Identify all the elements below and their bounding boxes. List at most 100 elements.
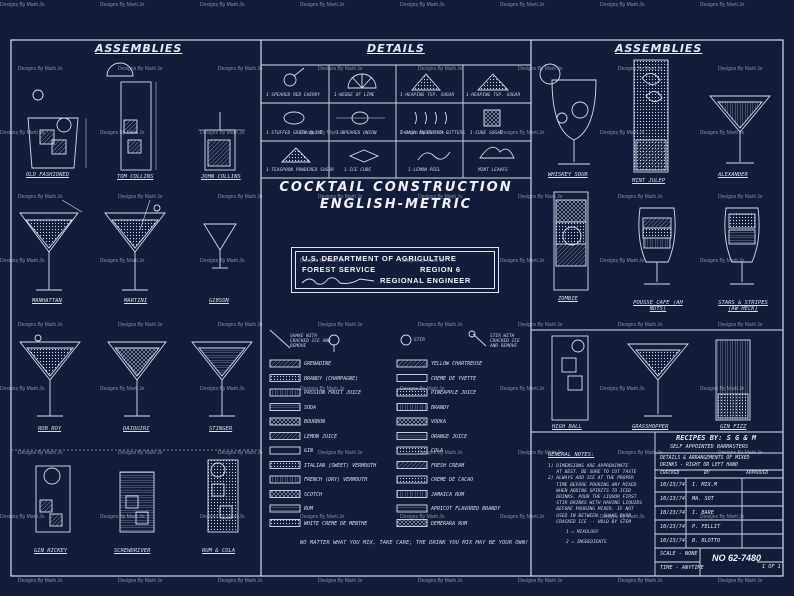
recipe-checker: I. BARE — [692, 510, 714, 516]
watermark-text: Designs By Marti Jo — [18, 578, 63, 584]
watermark-text: Designs By Marti Jo — [400, 386, 445, 392]
recipes-col-3: APPROVED — [746, 471, 769, 476]
legend-swatch — [396, 374, 428, 382]
legend-hint-stir-cracked: STIR WITH CRACKED ICE AND REMOVE — [490, 334, 520, 349]
watermark-text: Designs By Marti Jo — [418, 322, 463, 328]
legend-swatch — [269, 461, 301, 469]
drink-label: GIN RICKEY — [34, 548, 68, 554]
detail-label: 1-LEMON PEEL — [408, 168, 441, 173]
recipes-col-2: BY — [704, 471, 710, 476]
drink-label: GIBSON — [209, 298, 229, 304]
recipe-checker: I. MIX.M — [692, 482, 717, 488]
watermark-text: Designs By Marti Jo — [500, 258, 545, 264]
legend-swatch — [396, 461, 428, 469]
recipe-checker: B. BLOTTO — [692, 538, 721, 544]
recipes-scale: SCALE - NONE — [660, 551, 698, 557]
watermark-text: Designs By Marti Jo — [718, 322, 763, 328]
legend-swatch — [396, 359, 428, 368]
drink-label: ROB ROY — [38, 426, 62, 432]
legend-label: GRENADINE — [304, 361, 332, 367]
legend-label: APRICOT FLAVORED BRANDY — [431, 506, 501, 512]
watermark-text: Designs By Marti Jo — [218, 578, 263, 584]
detail-label: MINT LEAVES — [478, 168, 508, 173]
watermark-text: Designs By Marti Jo — [118, 194, 163, 200]
drink-label: WHISKEY SOUR — [548, 172, 588, 178]
watermark-text: Designs By Marti Jo — [318, 194, 363, 200]
watermark-text: Designs By Marti Jo — [200, 2, 245, 8]
detail-label: 1-HEAPING TSP. SUGAR — [466, 93, 521, 98]
poster-title: COCKTAIL CONSTRUCTION ENGLISH-METRIC — [262, 179, 530, 213]
watermark-text: Designs By Marti Jo — [318, 450, 363, 456]
stamp-line-1: U.S. DEPARTMENT OF AGRICULTURE — [302, 254, 457, 263]
watermark-text: Designs By Marti Jo — [318, 66, 363, 72]
detail-label: 1-HEAPING TSP. SUGAR — [400, 93, 455, 98]
drink-label: DAIQUIRI — [123, 426, 150, 432]
recipes-subheading: SELF APPOINTED BARMASTERS — [670, 444, 749, 450]
watermark-text: Designs By Marti Jo — [500, 386, 545, 392]
watermark-text: Designs By Marti Jo — [518, 578, 563, 584]
watermark-text: Designs By Marti Jo — [500, 130, 545, 136]
watermark-text: Designs By Marti Jo — [418, 578, 463, 584]
drink-label: MARTINI — [124, 298, 148, 304]
watermark-text: Designs By Marti Jo — [300, 386, 345, 392]
watermark-text: Designs By Marti Jo — [600, 514, 645, 520]
legend-label: FRESH CREAM — [431, 462, 465, 469]
left-assemblies-heading: ASSEMBLIES — [95, 42, 183, 55]
legend-label: PASSION FRUIT JUICE — [304, 390, 362, 396]
legend-label: SCOTCH — [304, 491, 323, 498]
legend-label: RUM — [304, 506, 314, 512]
watermark-text: Designs By Marti Jo — [100, 258, 145, 264]
watermark-text: Designs By Marti Jo — [200, 386, 245, 392]
detail-label: 1-ICE CUBE — [344, 168, 372, 173]
legend-swatch — [396, 417, 428, 426]
watermark-text: Designs By Marti Jo — [618, 322, 663, 328]
watermark-text: Designs By Marti Jo — [700, 514, 745, 520]
watermark-text: Designs By Marti Jo — [100, 2, 145, 8]
legend-label: BRANDY (CHAMPAGNE) — [304, 375, 359, 382]
watermark-text: Designs By Marti Jo — [118, 578, 163, 584]
drink-label: GRASSHOPPER — [632, 424, 669, 430]
legend-swatch — [396, 403, 428, 411]
watermark-text: Designs By Marti Jo — [718, 194, 763, 200]
watermark-text: Designs By Marti Jo — [200, 130, 245, 136]
drink-label: JOHN COLLINS — [201, 174, 241, 180]
watermark-text: Designs By Marti Jo — [300, 258, 345, 264]
drink-label: MANHATTAN — [32, 298, 62, 304]
detail-label: 1-SPEARED ONION — [336, 131, 377, 136]
recipes-time: TIME - ANYTIME — [660, 565, 704, 571]
legend-swatch — [396, 475, 428, 484]
legend-label: COLA — [431, 448, 444, 454]
watermark-text: Designs By Marti Jo — [600, 386, 645, 392]
watermark-text: Designs By Marti Jo — [618, 578, 663, 584]
footer-note: NO MATTER WHAT YOU MIX, TAKE CARE; THE D… — [300, 540, 529, 546]
detail-label: 1-STUFFED GREEN OLIVE — [266, 131, 323, 136]
legend-swatch — [269, 359, 301, 368]
legend-swatch — [269, 490, 301, 498]
watermark-text: Designs By Marti Jo — [300, 2, 345, 8]
legend-label: VODKA — [431, 419, 447, 425]
watermark-text: Designs By Marti Jo — [600, 130, 645, 136]
mixer-note-2: 2 = INGREDIENTS — [566, 540, 607, 545]
legend-swatch — [396, 432, 428, 440]
drink-label: MINT JULEP — [632, 178, 666, 184]
watermark-text: Designs By Marti Jo — [500, 514, 545, 520]
watermark-text: Designs By Marti Jo — [0, 130, 45, 136]
watermark-text: Designs By Marti Jo — [700, 2, 745, 8]
drink-label: ALEXANDER — [718, 172, 748, 178]
drink-label: STINGER — [209, 426, 233, 432]
watermark-text: Designs By Marti Jo — [418, 450, 463, 456]
legend-label: BRANDY — [431, 404, 450, 411]
watermark-text: Designs By Marti Jo — [218, 66, 263, 72]
stamp-line-3: REGIONAL ENGINEER — [380, 276, 471, 285]
legend-label: ITALIAN (SWEET) VERMOUTH — [304, 462, 377, 469]
watermark-text: Designs By Marti Jo — [200, 514, 245, 520]
watermark-text: Designs By Marti Jo — [400, 514, 445, 520]
title-line-2: ENGLISH-METRIC — [319, 197, 473, 212]
general-notes-body: 1) DIMENSIONS ARE APPROXIMATE AT BEST. B… — [548, 464, 643, 525]
legend-swatch — [396, 519, 428, 527]
watermark-text: Designs By Marti Jo — [618, 450, 663, 456]
legend-label: GIN — [304, 448, 314, 454]
watermark-text: Designs By Marti Jo — [218, 322, 263, 328]
detail-label: 1-SPEARED RED CHERRY — [266, 93, 321, 98]
